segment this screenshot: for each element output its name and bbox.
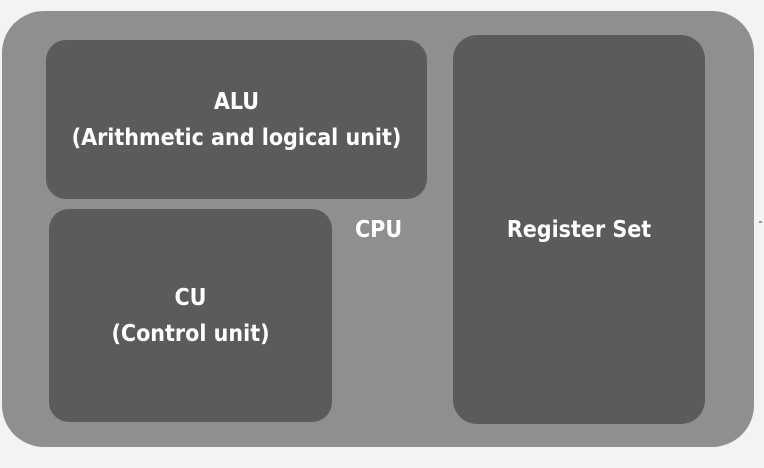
register-set-title: Register Set [506,216,652,243]
edge-mark [759,221,762,223]
alu-title: ALU [213,88,260,115]
alu-block: ALU (Arithmetic and logical unit) [46,40,427,199]
cu-subtitle: (Control unit) [111,320,270,347]
cu-block: CU (Control unit) [49,209,332,422]
register-set-block: Register Set [453,35,705,424]
cpu-label: CPU [355,217,403,243]
alu-subtitle: (Arithmetic and logical unit) [71,124,402,151]
cu-title: CU [174,284,207,311]
